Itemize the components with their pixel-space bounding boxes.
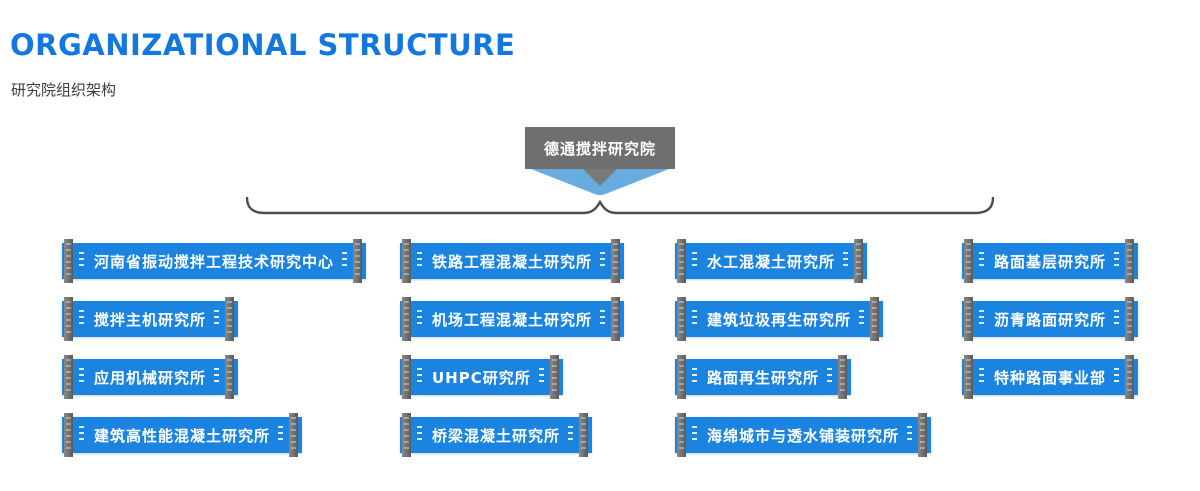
banner-left-cap-icon [64, 239, 73, 283]
org-node-label: 沥青路面研究所 [994, 310, 1107, 329]
banner-stitch-icon [538, 368, 544, 386]
banner-stitch-icon [417, 310, 422, 328]
banner-right-cap-icon [549, 355, 559, 399]
banner-left-cap-icon [64, 413, 73, 457]
org-column-2: 铁路工程混凝土研究所 机场工程混凝土研究所 UHPC研究所 桥梁混凝土研究所 [400, 239, 625, 457]
banner-stitch-icon [79, 426, 84, 444]
banner-right-cap-icon [225, 355, 235, 399]
banner-stitch-icon [417, 368, 422, 386]
banner-stitch-icon [417, 426, 422, 444]
banner-stitch-icon [342, 252, 348, 270]
banner-right-cap-icon [611, 297, 621, 341]
org-node: 桥梁混凝土研究所 [400, 413, 593, 457]
banner-stitch-icon [979, 310, 984, 328]
banner-right-cap-icon [1125, 297, 1135, 341]
page-title: ORGANIZATIONAL STRUCTURE [10, 28, 516, 62]
banner-left-cap-icon [677, 239, 686, 283]
banner-left-cap-icon [402, 239, 411, 283]
org-column-4: 路面基层研究所 沥青路面研究所 特种路面事业部 [962, 239, 1139, 399]
page-subtitle: 研究院组织架构 [11, 81, 117, 99]
banner-left-cap-icon [64, 297, 73, 341]
org-node: 路面基层研究所 [962, 239, 1139, 283]
org-node-label: 应用机械研究所 [94, 368, 207, 387]
banner-right-cap-icon [918, 413, 928, 457]
banner-right-cap-icon [353, 239, 363, 283]
banner-stitch-icon [692, 368, 697, 386]
org-node-label: 路面基层研究所 [994, 252, 1107, 271]
banner-stitch-icon [979, 252, 984, 270]
org-node-label: UHPC研究所 [432, 368, 531, 387]
org-node: 沥青路面研究所 [962, 297, 1139, 341]
org-node-label: 桥梁混凝土研究所 [432, 426, 561, 445]
org-node: 水工混凝土研究所 [675, 239, 868, 283]
banner-stitch-icon [79, 252, 84, 270]
banner-stitch-icon [1114, 310, 1120, 328]
banner-right-cap-icon [289, 413, 299, 457]
org-node-label: 机场工程混凝土研究所 [432, 310, 593, 329]
banner-stitch-icon [907, 426, 913, 444]
org-node-label: 铁路工程混凝土研究所 [432, 252, 593, 271]
org-node: UHPC研究所 [400, 355, 563, 399]
banner-stitch-icon [692, 426, 697, 444]
banner-left-cap-icon [677, 355, 686, 399]
banner-stitch-icon [600, 252, 606, 270]
banner-stitch-icon [79, 310, 84, 328]
org-node-label: 建筑高性能混凝土研究所 [94, 426, 271, 445]
org-column-1: 河南省振动搅拌工程技术研究中心 搅拌主机研究所 应用机械研究所 建筑高性能混凝土… [62, 239, 367, 457]
org-node: 路面再生研究所 [675, 355, 852, 399]
org-node-label: 特种路面事业部 [994, 368, 1107, 387]
banner-stitch-icon [843, 252, 849, 270]
banner-stitch-icon [568, 426, 574, 444]
banner-right-cap-icon [579, 413, 589, 457]
banner-right-cap-icon [854, 239, 864, 283]
banner-stitch-icon [79, 368, 84, 386]
bracket-connector [245, 197, 995, 215]
banner-stitch-icon [692, 310, 697, 328]
banner-stitch-icon [692, 252, 697, 270]
org-root-node: 德通搅拌研究院 [525, 127, 675, 169]
banner-stitch-icon [1114, 368, 1120, 386]
banner-stitch-icon [979, 368, 984, 386]
banner-stitch-icon [214, 368, 220, 386]
org-node-label: 路面再生研究所 [707, 368, 820, 387]
org-node: 铁路工程混凝土研究所 [400, 239, 625, 283]
org-node: 建筑垃圾再生研究所 [675, 297, 884, 341]
org-node: 应用机械研究所 [62, 355, 239, 399]
banner-right-cap-icon [870, 297, 880, 341]
banner-right-cap-icon [225, 297, 235, 341]
org-node-label: 搅拌主机研究所 [94, 310, 207, 329]
banner-right-cap-icon [1125, 239, 1135, 283]
banner-left-cap-icon [402, 355, 411, 399]
banner-left-cap-icon [677, 413, 686, 457]
banner-stitch-icon [214, 310, 220, 328]
banner-right-cap-icon [1125, 355, 1135, 399]
banner-stitch-icon [827, 368, 833, 386]
banner-left-cap-icon [677, 297, 686, 341]
org-node-label: 建筑垃圾再生研究所 [707, 310, 852, 329]
banner-left-cap-icon [964, 239, 973, 283]
banner-right-cap-icon [838, 355, 848, 399]
org-node: 机场工程混凝土研究所 [400, 297, 625, 341]
banner-left-cap-icon [964, 355, 973, 399]
org-node: 海绵城市与透水铺装研究所 [675, 413, 932, 457]
org-column-3: 水工混凝土研究所 建筑垃圾再生研究所 路面再生研究所 海绵城市与透水铺装研究所 [675, 239, 932, 457]
org-node-label: 水工混凝土研究所 [707, 252, 836, 271]
banner-stitch-icon [600, 310, 606, 328]
banner-left-cap-icon [964, 297, 973, 341]
banner-right-cap-icon [611, 239, 621, 283]
org-node-label: 河南省振动搅拌工程技术研究中心 [94, 252, 335, 271]
banner-left-cap-icon [402, 413, 411, 457]
banner-left-cap-icon [64, 355, 73, 399]
org-node: 特种路面事业部 [962, 355, 1139, 399]
org-node-label: 海绵城市与透水铺装研究所 [707, 426, 900, 445]
banner-stitch-icon [1114, 252, 1120, 270]
banner-stitch-icon [417, 252, 422, 270]
banner-stitch-icon [859, 310, 865, 328]
banner-stitch-icon [278, 426, 284, 444]
org-node: 河南省振动搅拌工程技术研究中心 [62, 239, 367, 283]
org-node: 搅拌主机研究所 [62, 297, 239, 341]
org-node: 建筑高性能混凝土研究所 [62, 413, 303, 457]
banner-left-cap-icon [402, 297, 411, 341]
